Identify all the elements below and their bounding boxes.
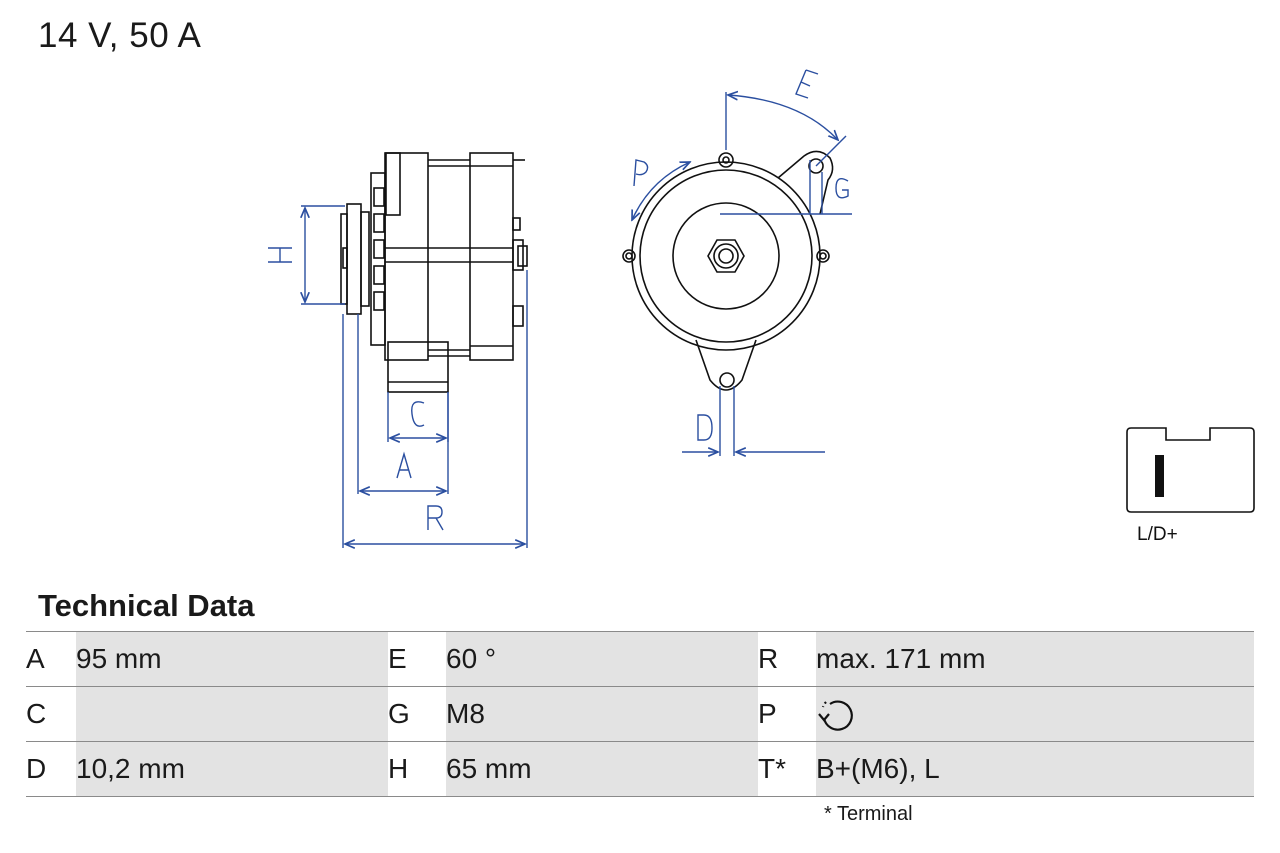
- param-value: 60 °: [446, 631, 758, 687]
- param-key: A: [26, 631, 76, 687]
- table-row: A 95 mm E 60 ° R max. 171 mm: [26, 631, 1254, 687]
- dim-label-R: [427, 505, 444, 531]
- param-value: B+(M6), L: [816, 741, 1254, 797]
- side-view: [340, 152, 528, 393]
- param-key: P: [758, 686, 816, 742]
- param-key: D: [26, 741, 76, 797]
- dim-label-P: [633, 159, 649, 187]
- connector-label: L/D+: [1137, 524, 1178, 545]
- technical-data-table: A 95 mm E 60 ° R max. 171 mm C G M8 P D …: [26, 631, 1254, 797]
- table-row: D 10,2 mm H 65 mm T* B+(M6), L: [26, 741, 1254, 797]
- connector-diagram: [1126, 427, 1255, 513]
- dim-label-G: [835, 178, 849, 199]
- param-key: C: [26, 686, 76, 742]
- param-value: 95 mm: [76, 631, 388, 687]
- param-value: 65 mm: [446, 741, 758, 797]
- section-title: Technical Data: [38, 588, 255, 623]
- front-view-dimensions: [632, 69, 852, 456]
- footnote: * Terminal: [824, 803, 913, 825]
- param-key: T*: [758, 741, 816, 797]
- param-key: R: [758, 631, 816, 687]
- param-key: H: [388, 741, 446, 797]
- dim-label-A: [396, 451, 412, 479]
- param-value-rotation: [816, 686, 1254, 742]
- param-value: [76, 686, 388, 742]
- param-value: M8: [446, 686, 758, 742]
- front-view: [622, 150, 834, 391]
- param-value: 10,2 mm: [76, 741, 388, 797]
- param-key: G: [388, 686, 446, 742]
- dim-label-E: [795, 69, 819, 99]
- dim-label-C: [411, 401, 425, 427]
- side-view-dimensions: [268, 205, 528, 548]
- param-value: max. 171 mm: [816, 631, 1254, 687]
- param-key: E: [388, 631, 446, 687]
- dim-label-H: [268, 247, 292, 263]
- alternator-dimension-drawing: [268, 69, 1255, 600]
- table-row: C G M8 P: [26, 686, 1254, 742]
- rotation-direction-icon: [818, 700, 853, 731]
- product-title: 14 V, 50 A: [38, 16, 202, 55]
- dim-label-D: [697, 414, 713, 441]
